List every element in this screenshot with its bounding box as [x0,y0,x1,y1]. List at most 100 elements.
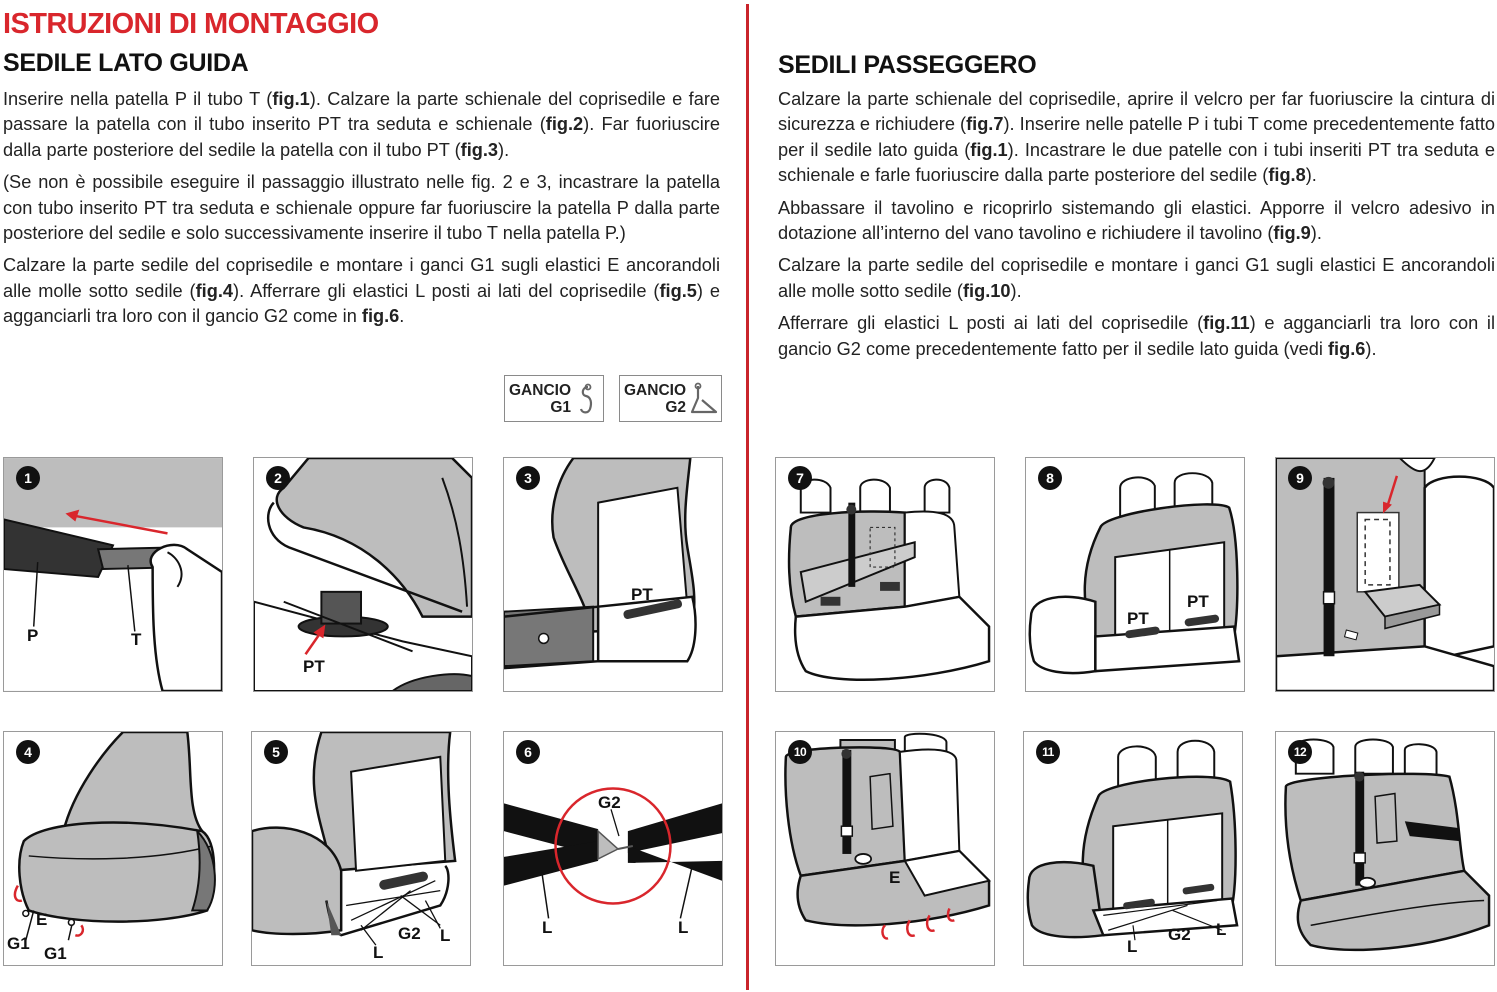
hook-g2-code: G2 [665,399,686,416]
figure-4-number: 4 [16,740,40,764]
figure-reference: fig.11 [1203,313,1250,334]
figure-6-number: 6 [516,740,540,764]
figure-8-illustration [1028,472,1241,675]
left-paragraph-2: (Se non è possibile eseguire il passaggi… [3,170,720,246]
figure-5-number: 5 [264,740,288,764]
figure-reference: fig.9 [1273,223,1311,244]
figure-5-label-g2: G2 [398,924,421,943]
figure-12: 12 [1275,731,1495,966]
right-paragraph-2: Abbassare il tavolino e ricoprirlo siste… [778,196,1495,247]
figure-9: 9 [1275,457,1495,692]
figure-11-label-l-right: L [1216,920,1227,939]
figure-9-number: 9 [1288,466,1312,490]
text-run: ) e agganciarli tra loro con il gancio G… [3,280,720,327]
right-paragraph-3: Calzare la parte sedile del coprisedile … [778,253,1495,304]
text-run: ). [1365,338,1377,359]
figure-6-label-l-left: L [542,918,553,937]
figure-6: 6 G2 L L [503,731,723,966]
figure-9-illustration [1276,458,1494,691]
figure-reference: fig.2 [545,114,584,135]
text-run: ). [498,139,510,160]
figure-5-illustration [252,732,457,946]
figure-1: 1 P T [3,457,223,692]
figure-1-label-t: T [131,630,142,649]
right-instructions: Calzare la parte schienale del coprisedi… [778,87,1495,369]
left-paragraph-3: Calzare la parte sedile del coprisedile … [3,253,720,329]
figure-4-illustration [13,732,216,941]
figure-5-label-l-left: L [373,943,384,962]
figure-reference: fig.4 [195,280,234,301]
figure-11-label-l-left: L [1127,937,1138,956]
figure-1-illustration [4,458,222,691]
text-run: ). [1305,165,1317,186]
hook-g2-label: GANCIO [624,382,686,399]
figure-6-label-g2: G2 [598,793,621,812]
figure-reference: fig.3 [460,139,499,160]
figure-4-label-g1-right: G1 [44,944,67,963]
text-run: Calzare la parte sedile del coprisedile … [3,255,720,301]
right-paragraph-1: Calzare la parte schienale del coprisedi… [778,87,1495,189]
figure-7: 7 [775,457,995,692]
text-run: Abbassare il tavolino e ricoprirlo siste… [778,197,1495,244]
hook-g2-icon [690,382,718,414]
figure-7-illustration [787,478,991,681]
figure-8-number: 8 [1038,466,1062,490]
left-section-title: SEDILE LATO GUIDA [3,49,249,77]
figure-1-label-p: P [27,626,39,645]
text-run: ) e agganciarli tra loro con il gancio G… [778,313,1495,359]
figure-3-label-pt: PT [631,585,653,604]
figure-2-illustration [254,458,472,691]
figure-8-label-pt-left: PT [1127,609,1149,628]
text-run: Inserire nella patella P il tubo T ( [3,89,273,109]
text-run: ). Incastrare le due patelle con i tubi … [778,139,1495,186]
figure-4-label-g1-left: G1 [7,934,30,953]
figure-6-illustration [504,787,722,919]
figure-12-number: 12 [1288,740,1312,764]
figure-3-number: 3 [516,466,540,490]
figure-reference: fig.10 [963,280,1011,301]
text-run: ). Afferrare gli elastici L posti ai lat… [233,280,660,301]
figure-11-illustration [1026,739,1239,941]
figure-reference: fig.7 [966,114,1004,135]
text-run: Calzare la parte schienale del coprisedi… [778,89,1495,135]
figure-reference: fig.6 [361,306,400,327]
figure-reference: fig.6 [1328,338,1366,359]
figure-6-label-l-right: L [678,918,689,937]
figure-3-illustration [504,458,697,670]
text-run: ). Inserire nelle patelle P i tubi T com… [778,114,1495,160]
figure-10-label-e: E [889,868,901,887]
figure-2: 2 PT [253,457,473,692]
text-run: ). Calzare la parte schienale del copris… [3,89,720,135]
figure-10: 10 E [775,731,995,966]
figure-10-number: 10 [788,740,812,764]
left-instructions: Inserire nella patella P il tubo T (fig.… [3,87,720,337]
figure-11-number: 11 [1036,740,1060,764]
left-paragraph-1: Inserire nella patella P il tubo T (fig.… [3,87,720,163]
figure-3: 3 PT [503,457,723,692]
text-run: (Se non è possibile eseguire il passaggi… [3,172,720,244]
figure-8-label-pt-right: PT [1187,592,1209,611]
figure-5: 5 G2 L L [251,731,471,966]
figure-4: 4 E G1 G1 [3,731,223,966]
figure-reference: fig.8 [1268,165,1306,186]
figure-11-label-g2: G2 [1168,925,1191,944]
figure-11: 11 G2 L L [1023,731,1243,966]
text-run: ). [1010,280,1022,301]
figure-reference: fig.5 [659,280,697,301]
text-run: Calzare la parte sedile del coprisedile … [778,255,1495,301]
figure-2-label-pt: PT [303,657,325,676]
figure-8: 8 PT PT [1025,457,1245,692]
figure-reference: fig.1 [970,139,1008,160]
right-section-title: SEDILI PASSEGGERO [778,51,1037,79]
figure-5-label-l-right: L [440,926,451,945]
text-run: ). Far fuoriuscire dalla parte posterior… [3,114,720,160]
text-run: Afferrare gli elastici L posti ai lati d… [778,313,1204,334]
text-run: ). [1310,223,1322,244]
figure-reference: fig.1 [272,89,310,109]
hook-g1-legend: GANCIO G1 [504,375,604,422]
figure-10-illustration [784,732,992,940]
figure-4-label-e: E [36,910,48,929]
figure-1-number: 1 [16,466,40,490]
hook-g1-label: GANCIO [509,382,571,399]
figure-7-number: 7 [788,466,812,490]
